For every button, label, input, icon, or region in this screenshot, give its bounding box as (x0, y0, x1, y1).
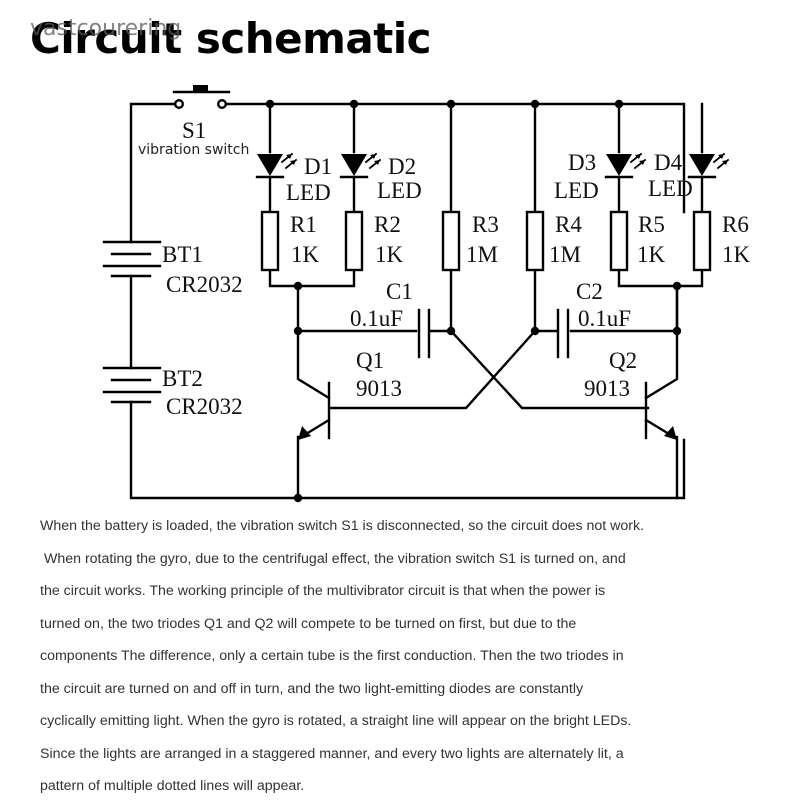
led-type: LED (377, 178, 422, 203)
description-line: components The difference, only a certai… (40, 648, 624, 664)
description-line: the circuit are turned on and off in tur… (40, 680, 584, 697)
resistor-ref: R2 (374, 212, 401, 237)
battery-bt1 (102, 240, 162, 278)
transistor-ref: Q1 (356, 348, 384, 373)
transistor-model: 9013 (584, 376, 630, 401)
resistor-ref: R6 (722, 212, 749, 237)
description-line: turned on, the two triodes Q1 and Q2 wil… (40, 615, 577, 632)
led-d1 (255, 152, 298, 179)
description-line: cyclically emitting light. When the gyro… (40, 713, 632, 729)
battery-ref: BT1 (162, 242, 203, 267)
description-line: When rotating the gyro, due to the centr… (40, 550, 626, 567)
battery-bt2 (102, 366, 162, 404)
led-type: LED (648, 176, 693, 201)
battery-ref: BT2 (162, 366, 203, 391)
resistor-r6 (692, 210, 712, 272)
led-d2 (339, 152, 382, 179)
description-line: When the battery is loaded, the vibratio… (40, 518, 645, 534)
led-ref: D1 (304, 154, 332, 179)
switch-ref: S1 (182, 118, 206, 143)
resistor-r1 (260, 210, 280, 272)
description-line: Since the lights are arranged in a stagg… (40, 745, 624, 762)
transistor-q2 (644, 381, 677, 440)
capacitor-value: 0.1uF (350, 306, 403, 331)
description-line: pattern of multiple dotted lines will ap… (40, 778, 305, 794)
resistor-r4 (525, 210, 545, 272)
resistor-value: 1M (466, 242, 498, 267)
junction-dots (265, 99, 682, 503)
watermark: vastcourering (30, 16, 182, 41)
transistor-model: 9013 (356, 376, 402, 401)
vibration-switch-s1 (172, 85, 231, 109)
resistors (260, 210, 712, 272)
description: When the battery is loaded, the vibratio… (40, 510, 790, 803)
switch-desc: vibration switch (138, 142, 249, 158)
resistor-value: 1K (722, 242, 751, 267)
led-d4 (687, 152, 730, 179)
resistor-ref: R1 (290, 212, 317, 237)
resistor-r5 (609, 210, 629, 272)
circuit-schematic: S1 vibration switch BT1 CR2032 BT2 CR203… (102, 85, 751, 503)
led-type: LED (286, 180, 331, 205)
battery-value: CR2032 (166, 272, 243, 297)
resistor-value: 1K (375, 242, 404, 267)
led-ref: D3 (568, 150, 596, 175)
wires (129, 102, 704, 500)
transistor-ref: Q2 (609, 348, 637, 373)
resistor-r3 (441, 210, 461, 272)
page-title: Circuit schematic (30, 14, 432, 63)
led-type: LED (554, 178, 599, 203)
resistor-value: 1K (291, 242, 320, 267)
resistor-r2 (344, 210, 364, 272)
led-ref: D2 (388, 154, 416, 179)
transistor-q1 (298, 381, 331, 440)
led-ref: D4 (654, 150, 683, 175)
resistor-ref: R3 (472, 212, 499, 237)
capacitor-c2 (556, 308, 570, 359)
capacitor-ref: C2 (576, 279, 603, 304)
battery-value: CR2032 (166, 394, 243, 419)
description-line: the circuit works. The working principle… (40, 583, 606, 599)
resistor-value: 1K (637, 242, 666, 267)
resistor-ref: R5 (638, 212, 665, 237)
capacitor-c1 (417, 308, 431, 359)
led-d3 (604, 152, 647, 179)
capacitor-ref: C1 (386, 279, 413, 304)
capacitor-value: 0.1uF (578, 306, 631, 331)
resistor-value: 1M (549, 242, 581, 267)
resistor-ref: R4 (555, 212, 582, 237)
